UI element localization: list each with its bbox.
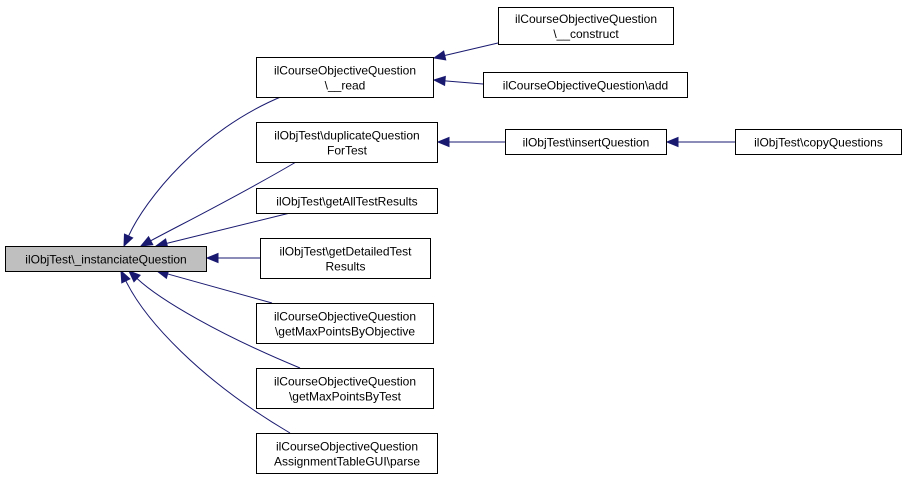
node-instanciate-box [5,246,207,272]
node-maxtest-label-1: \getMaxPointsByTest [289,390,402,404]
node-insert-label-0: ilObjTest\insertQuestion [523,136,650,150]
edge-insert-to-duplicate [436,136,505,148]
node-parse-label-0: ilCourseObjectiveQuestion [276,440,418,454]
edge-maxtest-to-instanciate [128,270,301,369]
node-maxobj-box [256,303,434,344]
node-construct-label-0: ilCourseObjectiveQuestion [515,12,657,26]
node-insert-box [505,129,667,155]
node-insert[interactable]: ilObjTest\insertQuestion [505,129,667,155]
edge-parse-to-instanciate-arrowhead [120,269,131,284]
node-maxtest-label-0: ilCourseObjectiveQuestion [274,375,416,389]
edge-add-to-read [432,75,484,87]
edge-construct-to-read-arrowhead [432,50,447,61]
edge-maxtest-to-instanciate-line [136,278,301,369]
edge-duplicate-to-instanciate [139,161,297,247]
edge-read-to-instanciate [123,95,284,248]
node-read[interactable]: ilCourseObjectiveQuestion\__read [256,57,434,98]
edge-duplicate-to-instanciate-line [150,161,297,242]
node-maxtest[interactable]: ilCourseObjectiveQuestion\getMaxPointsBy… [256,368,434,409]
node-duplicate-label-0: ilObjTest\duplicateQuestion [274,129,419,143]
nodes: ilObjTest\_instanciateQuestion ilCourseOb… [5,7,902,474]
node-add-label-0: ilCourseObjectiveQuestion\add [503,79,668,93]
node-read-box [256,57,434,98]
edge-getall-to-instanciate [154,212,291,249]
edge-insert-to-duplicate-arrowhead [436,136,450,148]
edge-read-to-instanciate-line [128,95,284,237]
edge-maxobj-to-instanciate-line [167,273,273,304]
edge-add-to-read-arrowhead [432,75,446,87]
node-copy-box [735,129,902,155]
node-construct-box [498,7,674,45]
node-parse-label-1: AssignmentTableGUI\parse [274,455,420,469]
node-copy-label-0: ilObjTest\copyQuestions [754,136,883,150]
edge-copy-to-insert [665,136,735,148]
edge-maxtest-to-instanciate-arrowhead [128,270,141,283]
node-add-box [483,72,688,98]
node-getall-box [256,188,438,214]
node-parse-box [256,433,438,474]
node-read-label-0: ilCourseObjectiveQuestion [274,64,416,78]
edge-parse-to-instanciate-line [125,280,291,434]
edge-construct-to-read-line [444,42,499,56]
edge-parse-to-instanciate [120,269,291,434]
edge-read-to-instanciate-arrowhead [123,233,134,248]
edge-getdetailed-to-instanciate-arrowhead [205,252,219,264]
node-construct[interactable]: ilCourseObjectiveQuestion\__construct [498,7,674,45]
node-instanciate[interactable]: ilObjTest\_instanciateQuestion [5,246,207,272]
node-getdetailed-box [260,238,431,279]
edge-maxobj-to-instanciate [155,269,273,304]
node-getdetailed-label-1: Results [325,260,365,274]
edge-getall-to-instanciate-line [166,212,291,244]
edges [120,42,735,434]
node-maxtest-box [256,368,434,409]
node-copy[interactable]: ilObjTest\copyQuestions [735,129,902,155]
edge-copy-to-insert-arrowhead [665,136,679,148]
node-getall[interactable]: ilObjTest\getAllTestResults [256,188,438,214]
node-instanciate-label-0: ilObjTest\_instanciateQuestion [25,253,186,267]
node-construct-label-1: \__construct [553,27,619,41]
node-maxobj-label-0: ilCourseObjectiveQuestion [274,310,416,324]
node-maxobj-label-1: \getMaxPointsByObjective [275,325,415,339]
node-add[interactable]: ilCourseObjectiveQuestion\add [483,72,688,98]
node-duplicate-box [256,122,438,163]
node-getdetailed-label-0: ilObjTest\getDetailedTest [279,245,412,259]
node-read-label-1: \__read [325,79,366,93]
edge-getdetailed-to-instanciate [205,252,260,264]
node-duplicate-label-1: ForTest [327,144,368,158]
node-maxobj[interactable]: ilCourseObjectiveQuestion\getMaxPointsBy… [256,303,434,344]
edge-duplicate-to-instanciate-arrowhead [139,235,154,247]
edge-add-to-read-line [444,80,484,85]
node-getall-label-0: ilObjTest\getAllTestResults [276,195,417,209]
node-parse[interactable]: ilCourseObjectiveQuestionAssignmentTable… [256,433,438,474]
edge-construct-to-read [432,42,499,61]
